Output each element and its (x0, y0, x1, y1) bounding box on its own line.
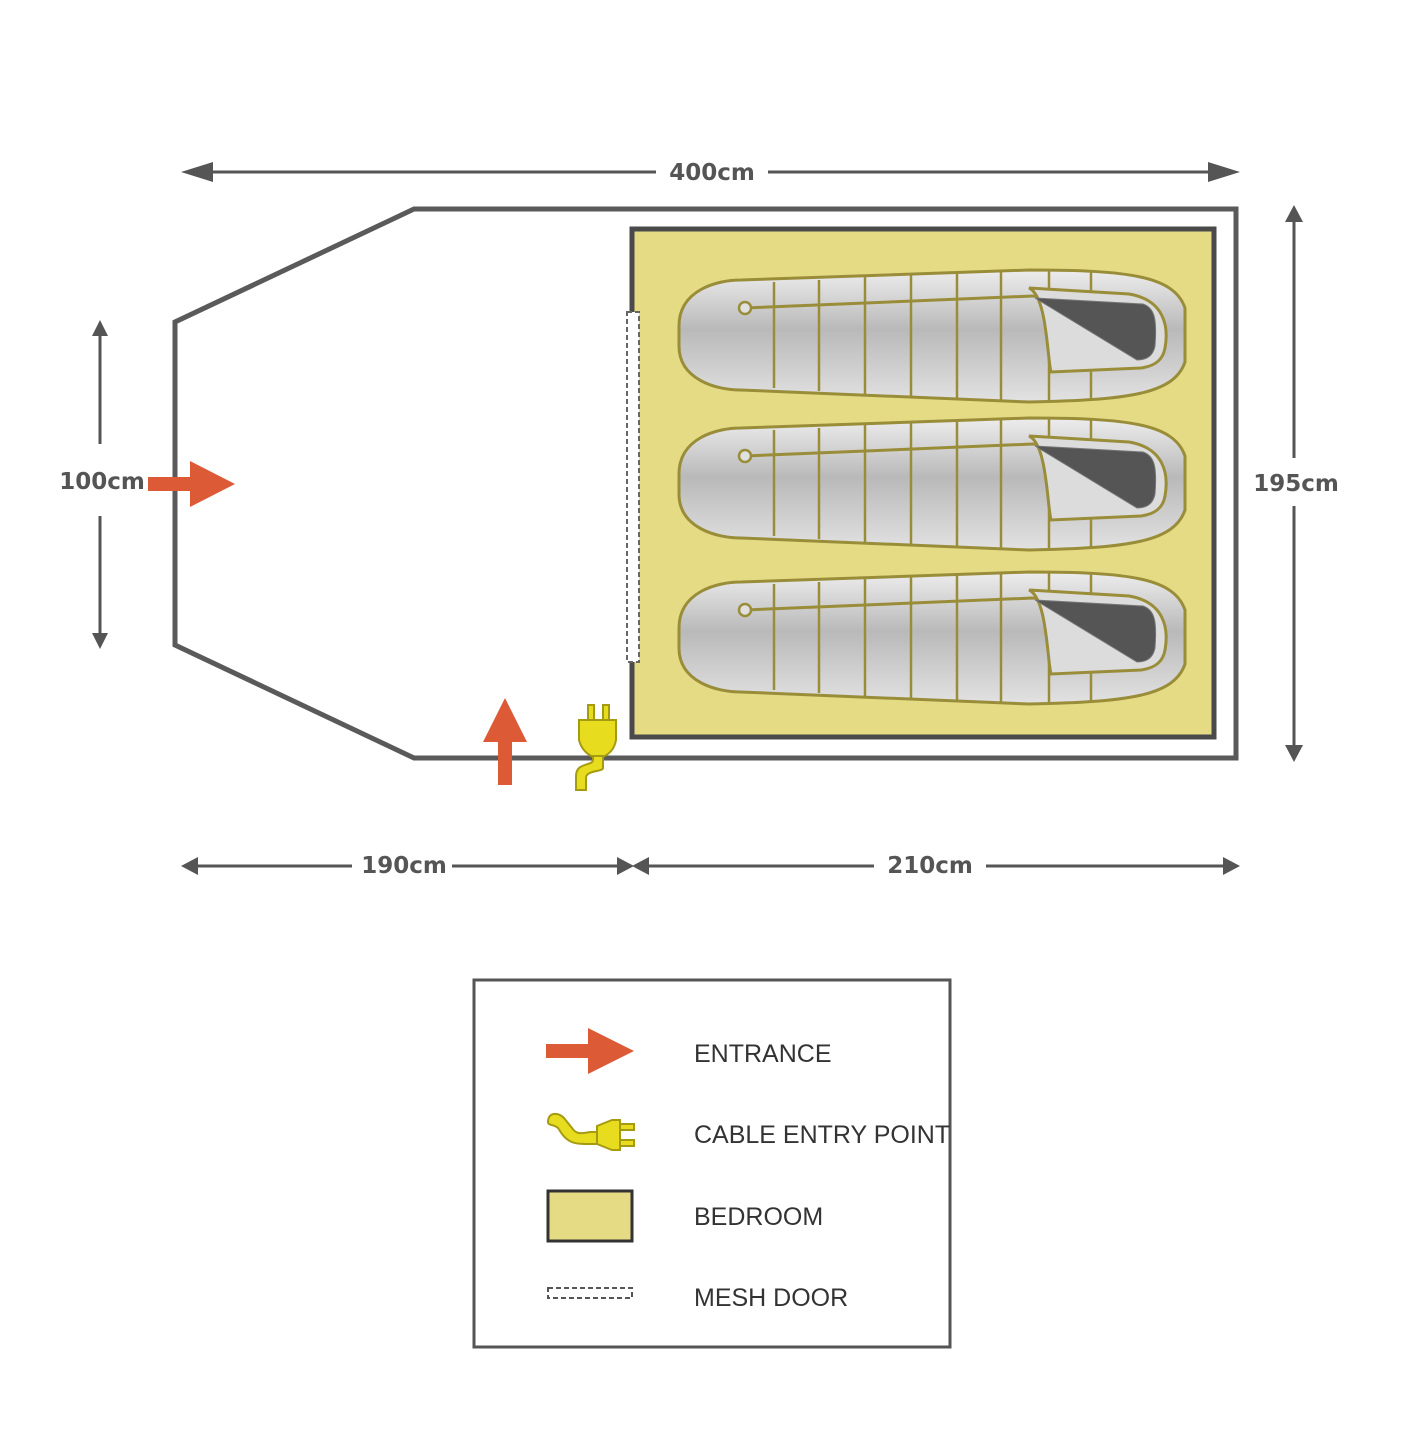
dimension-190cm: 190cm (181, 853, 634, 879)
sleeping-bag-icon (677, 570, 1187, 706)
arrowhead-up-icon (1285, 205, 1303, 222)
porch-length-label: 190cm (361, 853, 447, 879)
legend-entrance-label: ENTRANCE (694, 1040, 832, 1068)
legend-bedroom-swatch (546, 1189, 634, 1243)
legend-cable-entry-label: CABLE ENTRY POINT (694, 1121, 950, 1149)
arrowhead-right-icon (1208, 162, 1240, 182)
arrowhead-left-icon (181, 162, 213, 182)
entrance-arrow-icon (148, 461, 235, 507)
dimension-400cm: 400cm (181, 160, 1240, 186)
arrowhead-right-icon (617, 857, 634, 875)
arrowhead-up-icon (92, 320, 108, 336)
cable-plug-icon (575, 704, 617, 791)
arrowhead-down-icon (1285, 745, 1303, 762)
legend-mesh-door-swatch (547, 1287, 633, 1299)
entrance-arrow-icon (483, 698, 527, 785)
dimension-210cm: 210cm (632, 853, 1240, 879)
sleeping-bag-icon (677, 416, 1187, 552)
arrowhead-right-icon (1223, 857, 1240, 875)
arrowhead-left-icon (181, 857, 198, 875)
arrowhead-left-icon (632, 857, 649, 875)
mesh-door (626, 311, 640, 663)
legend-box (472, 978, 952, 1349)
legend-entrance-arrow-icon (546, 1028, 634, 1074)
front-width-label: 100cm (59, 469, 145, 495)
legend-bedroom-label: BEDROOM (694, 1203, 823, 1231)
legend-mesh-door-label: MESH DOOR (694, 1284, 848, 1312)
sleeping-bag-icon (677, 268, 1187, 404)
legend-cable-plug-icon (546, 1112, 635, 1151)
dimension-195cm: 195cm (1253, 205, 1339, 762)
arrowhead-down-icon (92, 633, 108, 649)
bedroom-length-label: 210cm (887, 853, 973, 879)
width-label: 195cm (1253, 471, 1339, 497)
total-length-label: 400cm (669, 160, 755, 186)
dimension-100cm: 100cm (59, 320, 145, 649)
